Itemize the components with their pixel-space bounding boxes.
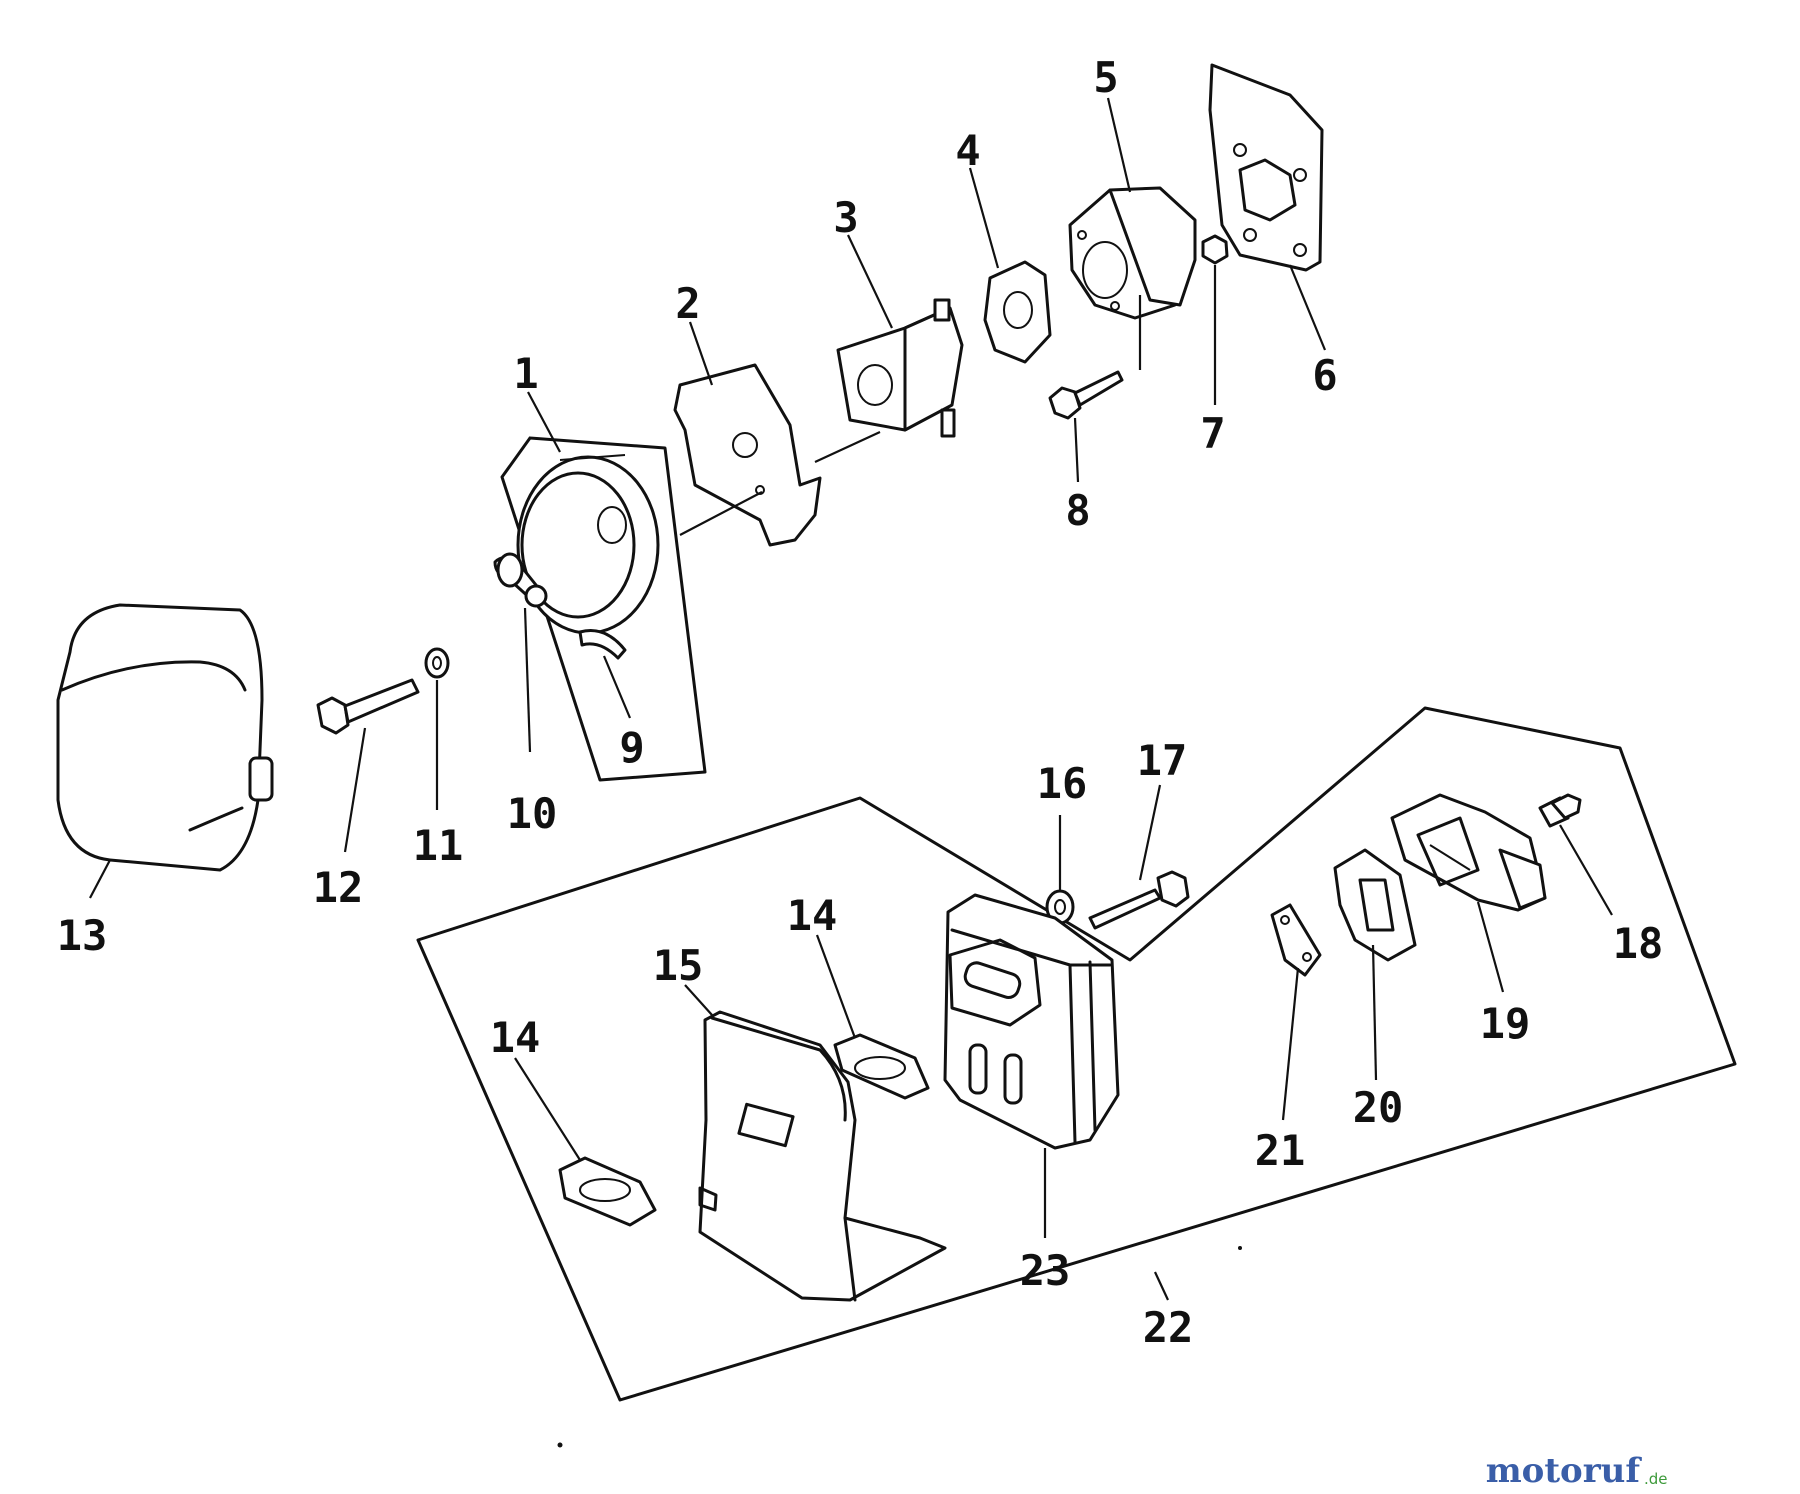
- label-14a: 14: [490, 1013, 541, 1062]
- part-2-plate: [673, 363, 822, 547]
- label-2: 2: [675, 279, 700, 328]
- label-13: 13: [57, 911, 108, 960]
- part-10-wing-nut: [493, 552, 548, 608]
- watermark-brand: motoruf: [1486, 1451, 1643, 1491]
- watermark-suffix: .de: [1644, 1470, 1668, 1488]
- label-6: 6: [1312, 351, 1337, 400]
- part-13-air-filter-cover: [56, 603, 274, 872]
- part-20-gasket: [1333, 848, 1417, 962]
- part-9-clip: [578, 629, 627, 660]
- callout-labels: 1 2 3 4 5 6 7 8 9 10 11 12 13 14 14 15 1…: [57, 53, 1664, 1352]
- label-9: 9: [619, 723, 644, 772]
- label-21: 21: [1255, 1126, 1306, 1175]
- part-8-bolt: [1048, 370, 1124, 420]
- group-bracket-muffler: [416, 706, 1737, 1402]
- label-16: 16: [1037, 759, 1088, 808]
- part-14a-gasket: [558, 1156, 657, 1227]
- part-2-hole: [732, 432, 758, 458]
- label-5: 5: [1093, 53, 1118, 102]
- part-21-plate: [1270, 903, 1322, 977]
- part-19-muffler-cover: [1390, 793, 1547, 912]
- leader-lines: [89, 97, 1613, 1301]
- label-3: 3: [833, 193, 858, 242]
- part-3-carburetor: [836, 298, 964, 438]
- label-18: 18: [1613, 919, 1664, 968]
- part-1-filter-ring: [516, 454, 660, 635]
- part-11-washer: [424, 647, 450, 679]
- label-1: 1: [513, 349, 538, 398]
- part-15-heat-shield: [698, 1010, 947, 1302]
- part-5-insulator: [1068, 186, 1197, 370]
- part-12-bolt: [316, 678, 420, 735]
- part-6-gasket-plate: [1208, 63, 1324, 272]
- label-22: 22: [1143, 1303, 1194, 1352]
- part-18-bolt: [1538, 793, 1582, 828]
- label-20: 20: [1353, 1083, 1404, 1132]
- label-4: 4: [955, 126, 980, 175]
- group-bracket-air-filter: [500, 436, 707, 782]
- label-11: 11: [413, 821, 464, 870]
- label-14b: 14: [787, 891, 838, 940]
- label-10: 10: [507, 789, 558, 838]
- label-15: 15: [653, 941, 704, 990]
- label-7: 7: [1200, 409, 1225, 458]
- label-12: 12: [313, 863, 364, 912]
- part-14b-gasket: [833, 1033, 930, 1100]
- part-4-gasket: [983, 260, 1052, 364]
- label-17: 17: [1137, 736, 1188, 785]
- part-17-bolt: [1088, 870, 1190, 930]
- label-19: 19: [1480, 999, 1531, 1048]
- label-8: 8: [1065, 486, 1090, 535]
- watermark-logo: motoruf .de: [1486, 1451, 1668, 1491]
- label-23: 23: [1020, 1246, 1071, 1295]
- part-7-nut: [1201, 234, 1229, 265]
- part-23-muffler: [943, 893, 1120, 1150]
